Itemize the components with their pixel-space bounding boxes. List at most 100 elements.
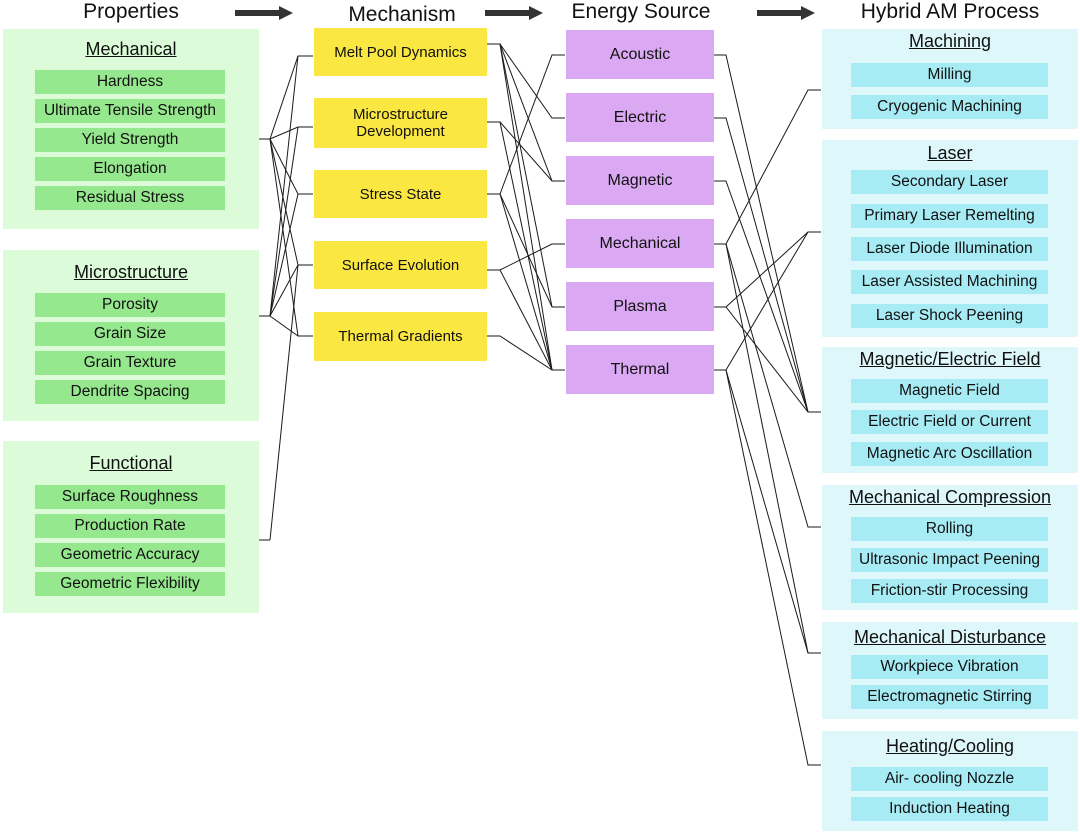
property-group-microstructure: Microstructure Porosity Grain Size Grain… — [3, 250, 259, 421]
energy-plasma: Plasma — [566, 282, 714, 331]
header-properties: Properties — [83, 0, 179, 23]
arrow-right-icon — [235, 6, 293, 20]
connector-line — [269, 264, 313, 541]
property-item: Hardness — [35, 70, 225, 94]
process-item: Laser Shock Peening — [851, 304, 1048, 328]
property-item: Residual Stress — [35, 186, 225, 210]
process-group-heating-cooling: Heating/Cooling Air- cooling Nozzle Indu… — [822, 731, 1078, 831]
process-item: Workpiece Vibration — [851, 655, 1048, 679]
connector-line — [714, 231, 821, 371]
connector-line — [714, 243, 821, 654]
connector-line — [714, 54, 821, 413]
connector-line — [269, 138, 313, 266]
connector-line — [714, 180, 821, 413]
property-item: Elongation — [35, 157, 225, 181]
process-item: Laser Assisted Machining — [851, 270, 1048, 294]
energy-label: Mechanical — [599, 234, 681, 252]
process-group-magnetic-electric-field: Magnetic/Electric Field Magnetic Field E… — [822, 347, 1078, 473]
energy-mechanical: Mechanical — [566, 219, 714, 268]
property-item: Grain Size — [35, 322, 225, 346]
mechanism-label: Surface Evolution — [341, 256, 460, 274]
energy-label: Electric — [613, 108, 667, 126]
group-title: Mechanical Disturbance — [853, 627, 1047, 647]
group-title: Heating/Cooling — [885, 736, 1015, 756]
energy-acoustic: Acoustic — [566, 30, 714, 79]
process-item: Cryogenic Machining — [851, 95, 1048, 119]
property-group-mechanical: Mechanical Hardness Ultimate Tensile Str… — [3, 29, 259, 229]
energy-label: Magnetic — [607, 171, 673, 189]
process-item: Rolling — [851, 517, 1048, 541]
connector-line — [487, 43, 565, 308]
property-group-functional: Functional Surface Roughness Production … — [3, 441, 259, 613]
connector-line — [714, 369, 821, 766]
property-item: Ultimate Tensile Strength — [35, 99, 225, 123]
group-title: Mechanical Compression — [848, 487, 1052, 507]
property-item: Surface Roughness — [35, 485, 225, 509]
process-item: Friction-stir Processing — [851, 579, 1048, 603]
process-item: Laser Diode Illumination — [851, 237, 1048, 261]
header-hybrid-am-process: Hybrid AM Process — [860, 0, 1040, 23]
header-energy-source: Energy Source — [571, 0, 711, 23]
mechanism-label: Stress State — [359, 185, 442, 203]
group-title: Mechanical — [85, 39, 177, 59]
process-item: Ultrasonic Impact Peening — [851, 548, 1048, 572]
energy-thermal: Thermal — [566, 345, 714, 394]
mechanism-label: Thermal Gradients — [338, 328, 463, 345]
connector-line — [714, 306, 821, 413]
property-item: Dendrite Spacing — [35, 380, 225, 404]
process-group-mechanical-compression: Mechanical Compression Rolling Ultrasoni… — [822, 485, 1078, 610]
mechanism-stress-state: Stress State — [314, 170, 487, 218]
process-item: Induction Heating — [851, 797, 1048, 821]
connector-line — [714, 369, 821, 654]
connector-line — [714, 89, 821, 245]
group-title: Magnetic/Electric Field — [859, 349, 1041, 369]
group-title: Microstructure — [73, 262, 189, 282]
energy-label: Thermal — [610, 360, 670, 378]
process-item: Magnetic Arc Oscillation — [851, 442, 1048, 466]
group-title: Laser — [927, 143, 973, 163]
process-item: Secondary Laser — [851, 170, 1048, 194]
process-item: Air- cooling Nozzle — [851, 767, 1048, 791]
energy-magnetic: Magnetic — [566, 156, 714, 205]
process-item: Electric Field or Current — [851, 410, 1048, 434]
process-item: Primary Laser Remelting — [851, 204, 1048, 228]
process-group-machining: Machining Milling Cryogenic Machining — [822, 29, 1078, 129]
arrow-right-icon — [485, 6, 543, 20]
property-item: Production Rate — [35, 514, 225, 538]
mechanism-thermal-gradients: Thermal Gradients — [314, 312, 487, 361]
connector-line — [714, 231, 821, 308]
mechanism-surface-evolution: Surface Evolution — [314, 241, 487, 289]
property-item: Geometric Accuracy — [35, 543, 225, 567]
connector-line — [487, 269, 565, 371]
mechanism-melt-pool-dynamics: Melt Pool Dynamics — [314, 28, 487, 76]
connector-line — [487, 193, 565, 308]
energy-label: Plasma — [613, 297, 667, 315]
arrow-right-icon — [757, 6, 815, 20]
connector-line — [487, 121, 565, 182]
process-group-laser: Laser Secondary Laser Primary Laser Reme… — [822, 140, 1078, 337]
connector-line — [269, 126, 313, 317]
connector-line — [269, 126, 313, 140]
process-item: Milling — [851, 63, 1048, 87]
header-mechanism: Mechanism — [348, 3, 456, 26]
property-item: Geometric Flexibility — [35, 572, 225, 596]
energy-label: Acoustic — [609, 45, 671, 63]
process-group-mechanical-disturbance: Mechanical Disturbance Workpiece Vibrati… — [822, 622, 1078, 719]
process-item: Magnetic Field — [851, 379, 1048, 403]
property-item: Yield Strength — [35, 128, 225, 152]
group-title: Functional — [89, 453, 173, 473]
connector-line — [269, 55, 313, 317]
process-item: Electromagnetic Stirring — [851, 685, 1048, 709]
connector-line — [269, 315, 313, 337]
group-title: Machining — [908, 31, 992, 51]
property-item: Porosity — [35, 293, 225, 317]
connector-line — [487, 335, 565, 371]
property-item: Grain Texture — [35, 351, 225, 375]
energy-electric: Electric — [566, 93, 714, 142]
mechanism-label: Melt Pool Dynamics — [334, 43, 467, 61]
connector-line — [487, 43, 565, 182]
connector-line — [487, 193, 565, 371]
